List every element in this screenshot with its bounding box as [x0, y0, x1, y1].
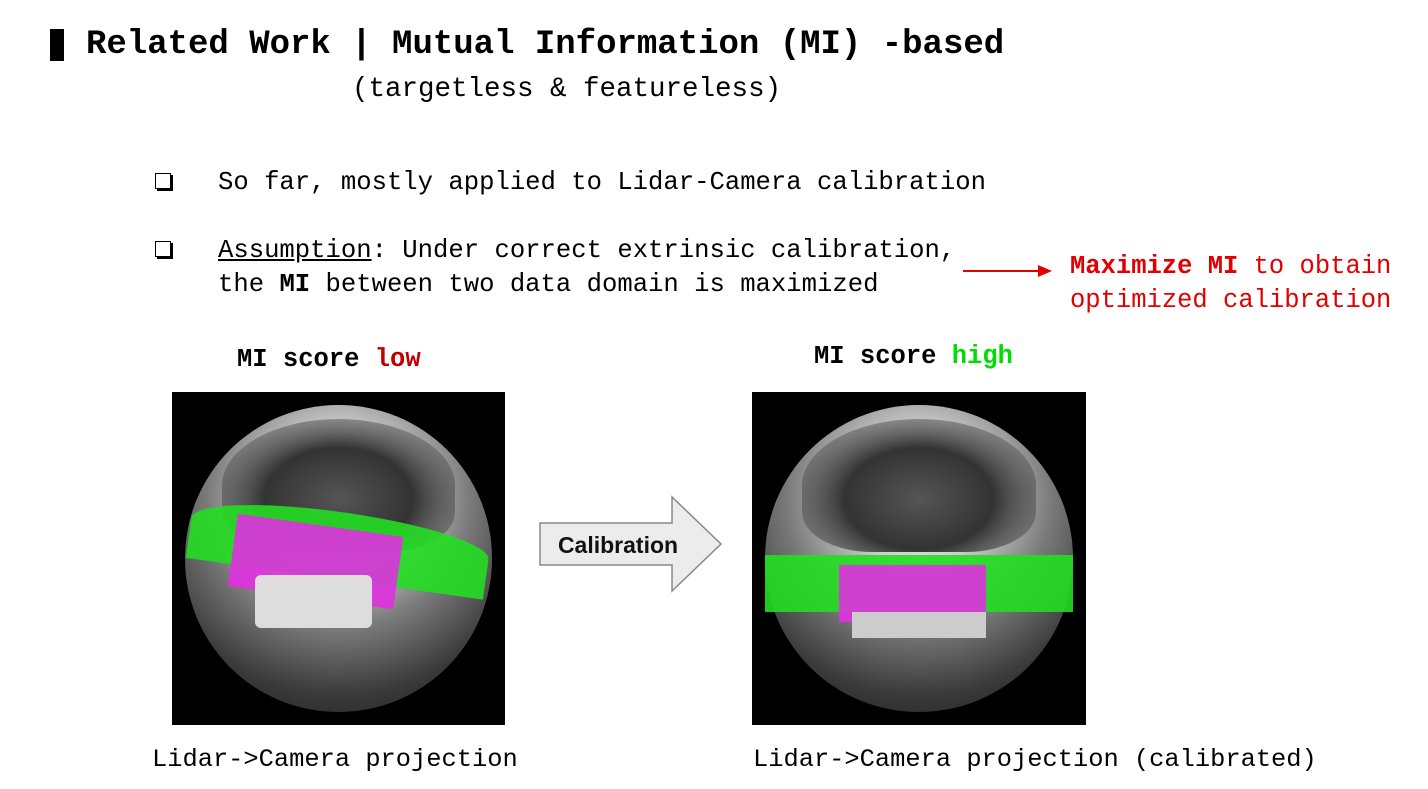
- score-low: low: [374, 345, 421, 374]
- bullet-1: So far, mostly applied to Lidar-Camera c…: [218, 168, 986, 197]
- bullet-2-line2-post: between two data domain is maximized: [310, 270, 879, 299]
- callout-text: Maximize MI to obtain optimized calibrat…: [1070, 250, 1391, 318]
- slide-title: Related Work | Mutual Information (MI) -…: [86, 26, 1005, 64]
- title-marker: [50, 29, 64, 61]
- score-high: high: [951, 342, 1013, 371]
- callout-bold: Maximize MI: [1070, 252, 1239, 281]
- callout-line1: to obtain: [1238, 252, 1392, 281]
- right-caption: Lidar->Camera projection (calibrated): [753, 745, 1317, 774]
- bullet-2-line2-pre: the: [218, 270, 280, 299]
- bullet-2: Assumption: Under correct extrinsic cali…: [218, 234, 955, 302]
- bullet-checkbox-icon: [155, 173, 171, 189]
- label-prefix: MI score: [237, 345, 375, 374]
- callout-line2: optimized calibration: [1070, 286, 1392, 315]
- red-arrow-icon: [963, 265, 1052, 277]
- bullet-checkbox-icon: [155, 241, 171, 257]
- left-caption: Lidar->Camera projection: [152, 745, 518, 774]
- assumption-term: Assumption: [218, 236, 372, 265]
- slide-subtitle: (targetless & featureless): [352, 74, 782, 105]
- calibration-arrow-label: Calibration: [558, 532, 678, 558]
- mi-score-high-label: MI score high: [814, 342, 1013, 371]
- mi-score-low-label: MI score low: [237, 345, 421, 374]
- calibrated-projection-image: [752, 392, 1086, 725]
- label-prefix: MI score: [814, 342, 952, 371]
- bullet-2-line1: : Under correct extrinsic calibration,: [371, 236, 956, 265]
- mi-term: MI: [279, 270, 311, 299]
- uncalibrated-projection-image: [172, 392, 505, 725]
- calibration-arrow: Calibration: [539, 495, 723, 593]
